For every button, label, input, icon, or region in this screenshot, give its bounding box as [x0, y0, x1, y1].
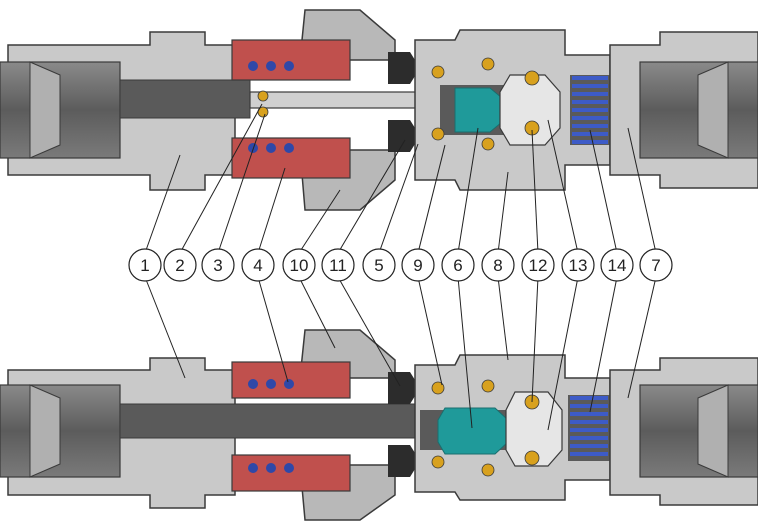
spring-bottom	[568, 395, 610, 461]
ball-b	[431, 127, 445, 141]
seal-housing-bottom-2	[231, 454, 351, 492]
callout-circle	[241, 248, 275, 282]
right-ferrule	[697, 61, 729, 159]
teal-valve-2	[437, 407, 509, 455]
callout-13: 13	[561, 248, 595, 282]
right-ferrule-2	[697, 384, 729, 478]
oring-6	[284, 143, 294, 153]
callout-label: 14	[608, 256, 627, 275]
oring-9	[284, 379, 294, 389]
callout-label: 7	[651, 256, 660, 275]
callout-circle	[401, 248, 435, 282]
callout-label: 8	[493, 256, 502, 275]
callout-circle	[362, 248, 396, 282]
ball-c	[481, 57, 495, 71]
callout-label: 11	[329, 256, 347, 275]
teal-valve	[454, 87, 503, 133]
seal-housing-top	[231, 39, 351, 81]
callout-1: 1	[128, 248, 162, 282]
left-ferrule-2	[29, 384, 61, 478]
callout-circle	[561, 248, 595, 282]
callout-circle	[282, 248, 316, 282]
callout-circle	[163, 248, 197, 282]
callout-circle	[201, 248, 235, 282]
poppet-2	[505, 391, 563, 467]
callout-11: 11	[321, 248, 355, 282]
callout-label: 9	[413, 256, 422, 275]
left-ferrule	[29, 61, 61, 159]
callout-label: 4	[253, 256, 262, 275]
lock-ring-bottom	[388, 120, 420, 152]
callout-circle	[600, 248, 634, 282]
callout-circle	[639, 248, 673, 282]
left-bore-2	[119, 403, 421, 439]
callout-label: 13	[569, 256, 588, 275]
ball-a	[431, 65, 445, 79]
callout-2: 2	[163, 248, 197, 282]
oring-10	[248, 463, 258, 473]
lock-ring-top	[388, 52, 420, 84]
oring-3	[284, 61, 294, 71]
leader-lines	[144, 103, 657, 431]
top-assembly	[0, 9, 758, 211]
callout-8: 8	[481, 248, 515, 282]
callout-label: 12	[529, 256, 548, 275]
callout-label: 1	[140, 256, 149, 275]
callout-label: 2	[175, 256, 184, 275]
ball-i	[481, 379, 495, 393]
callout-9: 9	[401, 248, 435, 282]
lock-ring-bottom-2	[388, 445, 420, 477]
ball-h	[431, 455, 445, 469]
callout-circle	[481, 248, 515, 282]
callout-14: 14	[600, 248, 634, 282]
callout-circle	[321, 248, 355, 282]
callout-3: 3	[201, 248, 235, 282]
ball-e	[524, 70, 540, 86]
lock-ring-top-2	[388, 372, 420, 404]
stem-ball-2	[257, 90, 269, 102]
callout-12: 12	[521, 248, 555, 282]
bottom-assembly	[0, 329, 758, 521]
callout-label: 6	[453, 256, 462, 275]
oring-5	[266, 143, 276, 153]
callout-label: 3	[213, 256, 222, 275]
callout-circle	[441, 248, 475, 282]
ball-l	[524, 450, 540, 466]
callout-10: 10	[282, 248, 316, 282]
ball-g	[431, 381, 445, 395]
callout-label: 5	[374, 256, 383, 275]
oring-7	[248, 379, 258, 389]
left-bore	[119, 79, 251, 119]
oring-11	[266, 463, 276, 473]
oring-8	[266, 379, 276, 389]
poppet	[499, 74, 561, 146]
callout-circle	[128, 248, 162, 282]
callout-7: 7	[639, 248, 673, 282]
ball-d	[481, 137, 495, 151]
oring-1	[248, 61, 258, 71]
callout-label: 10	[290, 256, 309, 275]
callout-5: 5	[362, 248, 396, 282]
callout-circle	[521, 248, 555, 282]
ball-j	[481, 463, 495, 477]
oring-12	[284, 463, 294, 473]
callout-4: 4	[241, 248, 275, 282]
callout-6: 6	[441, 248, 475, 282]
oring-2	[266, 61, 276, 71]
spring-top	[570, 75, 610, 145]
